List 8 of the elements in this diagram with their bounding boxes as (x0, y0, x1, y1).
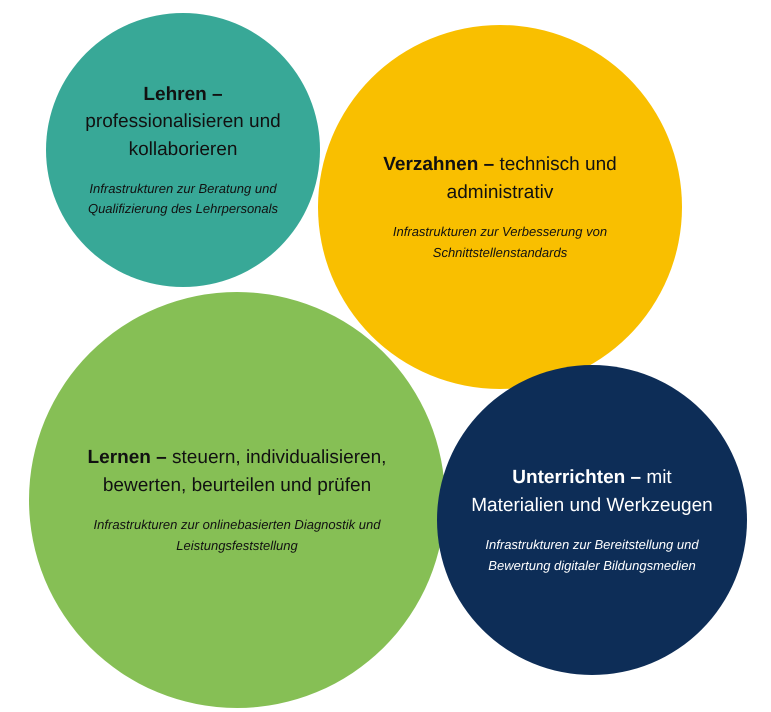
topic-description: Infrastrukturen zur Verbesserung von Schnittstellenstandards (392, 223, 608, 262)
topic-heading: Verzahnen – technisch und administrativ (382, 153, 618, 205)
topic-heading: Lehren – professionalisieren und kollaborieren (84, 82, 282, 162)
topic-description: Infrastrukturen zur onlinebasierten Diagnostik und Leistungsfeststellung (92, 516, 382, 555)
topic-heading: Unterrichten – mit Materialien und Werkzeugen (470, 466, 714, 518)
topic-description: Infrastrukturen zur Bereitstellung und Bewertung digitaler Bildungsmedien (484, 536, 700, 575)
topic-heading: Lernen – steuern, individualisieren, bewerten, beurteilen und prüfen (86, 446, 388, 498)
topic-description: Infrastrukturen zur Beratung und Qualifizierung des Lehrpersonals (86, 180, 280, 218)
